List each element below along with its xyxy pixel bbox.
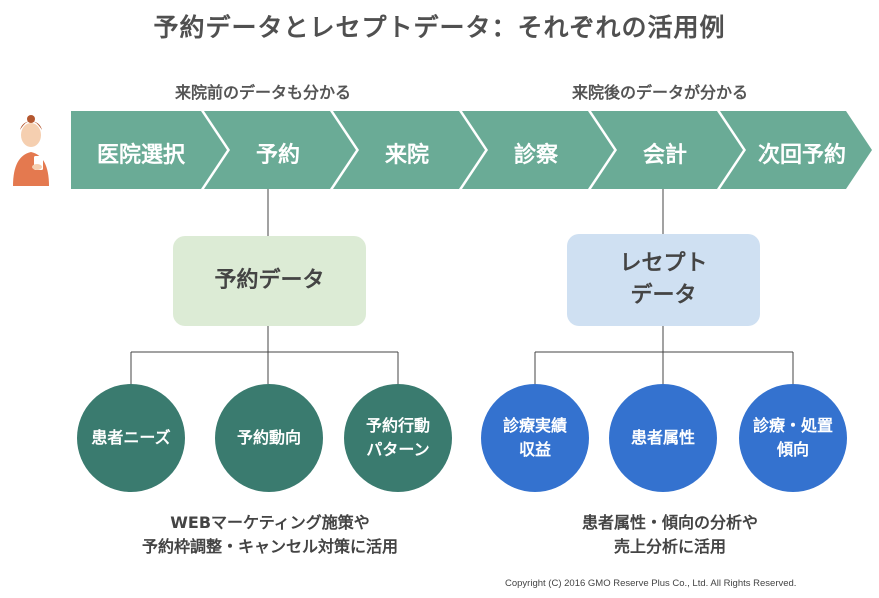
receipt-summary: 患者属性・傾向の分析や 売上分析に活用 [480, 511, 860, 559]
flow-step-5: 会計 [642, 143, 687, 168]
reservation-data-box: 予約データ [173, 236, 366, 326]
use-circle-treatment-trends: 診療・処置 傾向 [739, 384, 847, 492]
flow-step-shape-5 [591, 111, 743, 189]
receipt-summary-line1: 患者属性・傾向の分析や [581, 513, 758, 532]
receipt-summary-line2: 売上分析に活用 [613, 537, 726, 556]
flow-step-shape-3 [333, 111, 485, 189]
flow-step-4: 診察 [513, 143, 558, 168]
reservation-summary-line1: WEBマーケティング施策や [170, 513, 370, 532]
use-circle-patient-attributes: 患者属性 [609, 384, 717, 492]
person-with-phone-icon [13, 115, 49, 186]
flow-step-shape-6 [720, 111, 872, 189]
flow-step-3: 来院 [384, 143, 429, 168]
reservation-summary: WEBマーケティング施策や 予約枠調整・キャンセル対策に活用 [60, 511, 480, 559]
use-circle-booking-trends: 予約動向 [215, 384, 323, 492]
receipt-data-box: レセプト データ [567, 234, 760, 326]
use-circle-treatment-revenue: 診療実績 収益 [481, 384, 589, 492]
use-circle-patient-needs: 患者ニーズ [77, 384, 185, 492]
flow-step-2: 予約 [255, 143, 300, 168]
phase-label-before: 来院前のデータも分かる [174, 83, 351, 102]
copyright-text: Copyright (C) 2016 GMO Reserve Plus Co.,… [505, 578, 797, 589]
reservation-summary-line2: 予約枠調整・キャンセル対策に活用 [141, 537, 398, 556]
flow-step-1: 医院選択 [96, 143, 185, 168]
flow-step-6: 次回予約 [757, 143, 846, 168]
flow-step-shape-4 [462, 111, 614, 189]
phase-label-after: 来院後のデータが分かる [571, 83, 748, 102]
page-title: 予約データとレセプトデータ：それぞれの活用例 [153, 13, 726, 42]
use-circle-booking-patterns: 予約行動 パターン [344, 384, 452, 492]
flow-step-shape-2 [204, 111, 356, 189]
flow-step-shape-1 [71, 111, 227, 189]
